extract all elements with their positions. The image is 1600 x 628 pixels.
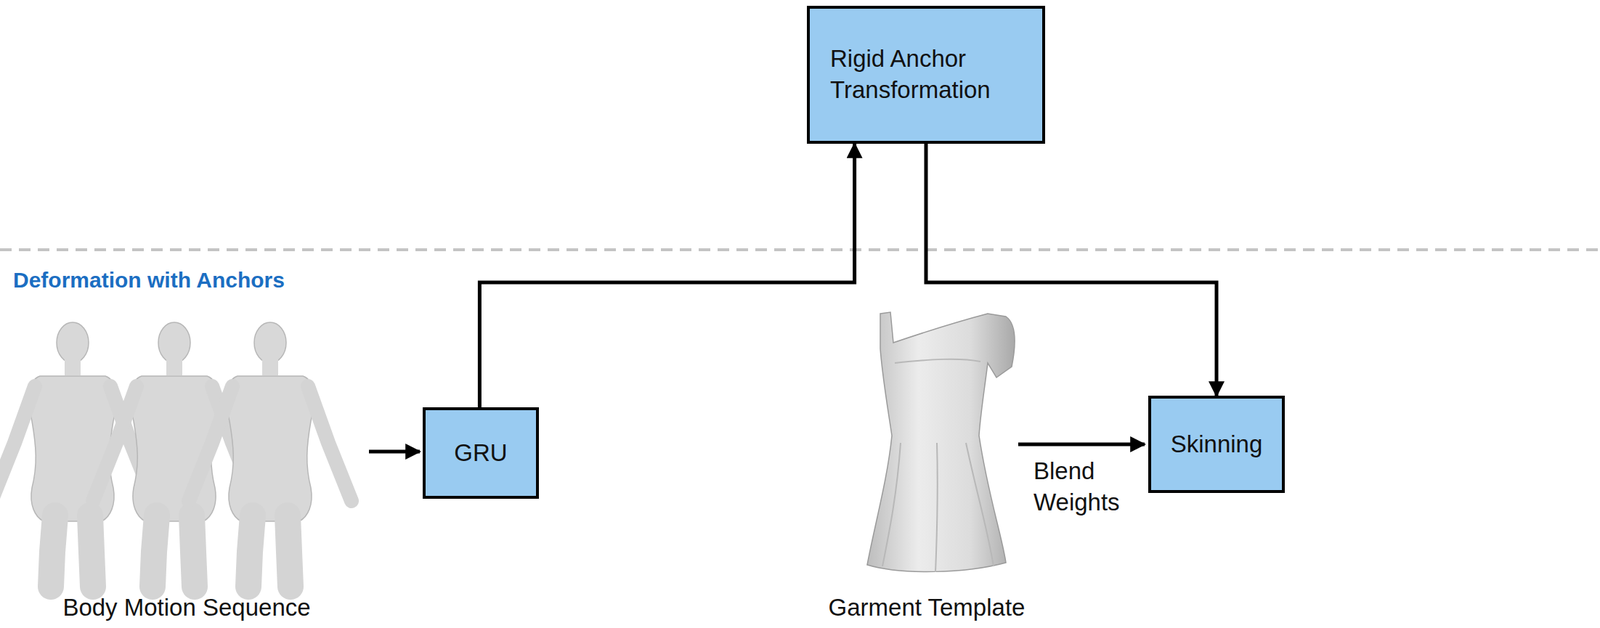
- flow-connector: [479, 143, 855, 408]
- box-label: Rigid Anchor Transformation: [830, 43, 1025, 107]
- process-box: GRU: [422, 407, 539, 499]
- blend-arrow: [1018, 443, 1145, 447]
- body-figure: [188, 322, 352, 587]
- body-figure: [0, 322, 154, 587]
- body-figures: [0, 322, 352, 587]
- caption-label: Blend Weights: [1033, 456, 1143, 519]
- separator-line: [0, 248, 1600, 252]
- garment-dress: [867, 312, 1015, 573]
- box-label: GRU: [453, 437, 507, 470]
- dress-outline: [867, 312, 1015, 572]
- body-figure: [92, 322, 256, 587]
- section-heading: Deformation with Anchors: [13, 265, 285, 295]
- process-box: Rigid Anchor Transformation: [806, 5, 1046, 144]
- box-label: Skinning: [1170, 429, 1264, 461]
- dress-folds: [882, 359, 994, 573]
- input-arrow: [368, 450, 420, 454]
- process-box: Skinning: [1148, 395, 1285, 494]
- flow-connector: [926, 143, 1217, 396]
- caption-label: Garment Template: [828, 592, 1026, 624]
- caption-label: Body Motion Sequence: [62, 592, 311, 624]
